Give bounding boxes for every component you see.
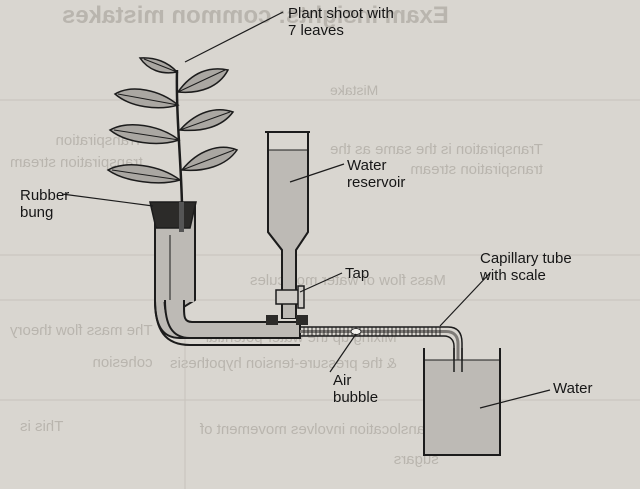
stem-in-bung (179, 202, 184, 232)
tube-seal-left (266, 315, 278, 325)
leader-plant-shoot (184, 11, 284, 63)
air-bubble (350, 328, 362, 335)
leader-water-reservoir (289, 163, 345, 183)
label-plant-shoot: Plant shoot with 7 leaves (288, 5, 394, 39)
label-capillary-tube: Capillary tube with scale (480, 250, 572, 284)
leader-tap (299, 272, 343, 293)
leader-capillary-tube (439, 272, 491, 327)
plant-shoot (106, 57, 239, 206)
leader-lines (61, 11, 551, 409)
label-tap: Tap (345, 265, 370, 282)
leaf-left-upper (113, 88, 180, 109)
label-rubber-bung: Rubber bung (20, 187, 70, 221)
leaf-right-upper (176, 68, 230, 94)
potometer-tube (154, 205, 301, 346)
label-water-reservoir: Water reservoir (347, 157, 406, 191)
label-air-bubble: Air bubble (333, 372, 379, 406)
water-reservoir (265, 131, 310, 319)
leaf-left-bottom (106, 164, 182, 184)
leaf-right-middle (178, 109, 235, 132)
tap (275, 285, 305, 309)
label-water: Water (553, 380, 593, 397)
leaf-right-bottom (180, 146, 239, 172)
leaf-top (138, 57, 179, 74)
water-beaker (423, 348, 501, 456)
background-table-lines (0, 99, 640, 489)
leader-rubber-bung (61, 193, 154, 207)
leader-air-bubble (329, 333, 357, 373)
leader-water (479, 389, 551, 409)
rubber-bung (149, 201, 197, 229)
tube-seal-right (296, 315, 308, 325)
leaf-left-middle (108, 124, 181, 145)
